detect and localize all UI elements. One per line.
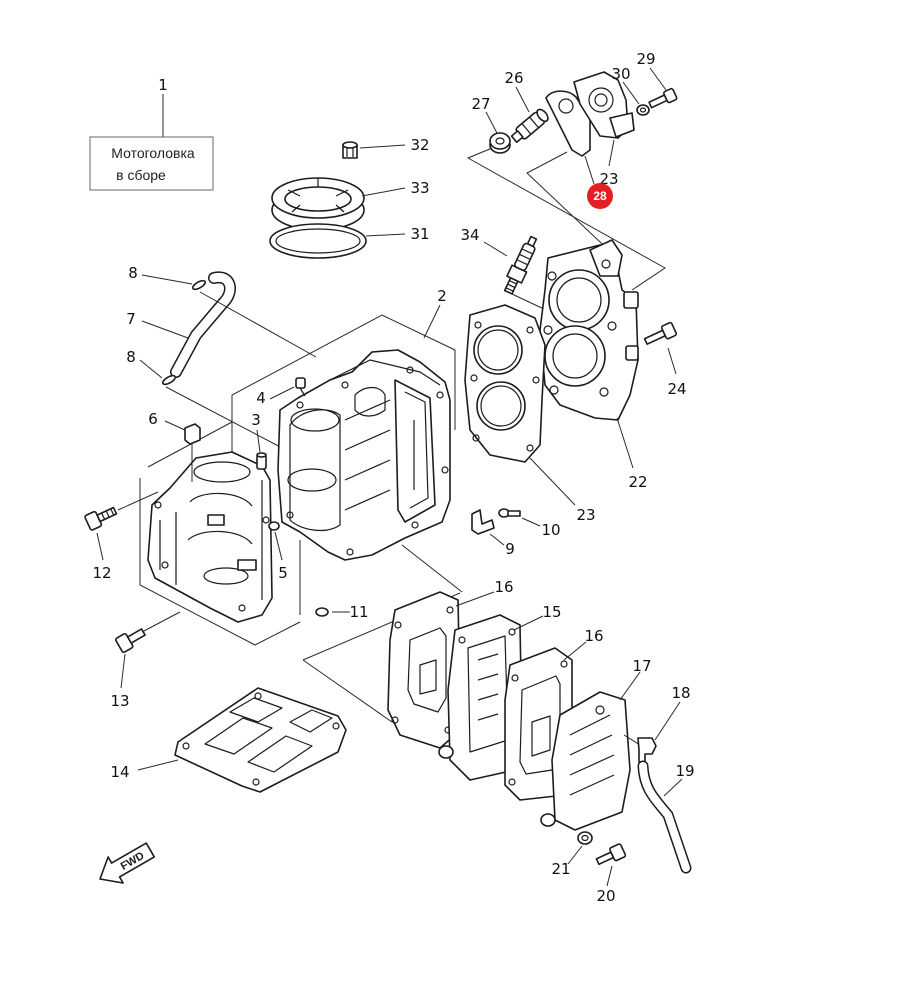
part-34-spark-plug: [483, 235, 547, 311]
callout-31: 31: [410, 225, 429, 243]
callout-21: 21: [551, 860, 570, 878]
callout-5: 5: [278, 564, 288, 582]
callout-12: 12: [92, 564, 111, 582]
part-16-gasket-outer: [387, 591, 495, 749]
part-12-bolt: [84, 491, 159, 561]
fwd-arrow-icon: FWD: [99, 842, 156, 884]
callout-17: 17: [632, 657, 651, 675]
part-29-bolt: [648, 67, 678, 109]
part-9-bracket: [471, 509, 505, 546]
part-32-bolt: [342, 141, 406, 159]
callout-16-inner: 16: [584, 627, 603, 645]
part-11-pin: [315, 607, 350, 617]
callout-2: 2: [437, 287, 447, 305]
callout-26: 26: [504, 69, 523, 87]
callout-9: 9: [505, 540, 515, 558]
callout-33: 33: [410, 179, 429, 197]
callout-15: 15: [542, 603, 561, 621]
callout-27: 27: [471, 95, 490, 113]
callout-22: 22: [628, 473, 647, 491]
part-26-valve: [510, 86, 549, 144]
part-8-clamp-upper: [141, 274, 317, 358]
part-24-bolt: [643, 321, 678, 375]
callout-14: 14: [110, 763, 129, 781]
part-2-cylinder-block: [277, 304, 451, 561]
part-33-ring: [271, 177, 406, 231]
part-28-gasket: [545, 90, 595, 185]
callout-8-upper: 8: [128, 264, 138, 282]
callout-7: 7: [126, 310, 136, 328]
callout-labels: 1 32 33 31 26 27 29 30 23 34 8 7 8 2 4 6…: [92, 50, 694, 905]
assembly-box-line1: Мотоголовка: [111, 145, 195, 161]
group-connector-lines: [466, 145, 666, 291]
part-18-fitting: [623, 701, 681, 763]
callout-6: 6: [148, 410, 158, 428]
callout-1: 1: [158, 76, 168, 94]
highlight-circle[interactable]: [587, 183, 613, 209]
callout-16-outer: 16: [494, 578, 513, 596]
callout-8-lower: 8: [126, 348, 136, 366]
callout-11: 11: [349, 603, 368, 621]
part-19-hose: [637, 760, 692, 874]
callout-29: 29: [636, 50, 655, 68]
part-3-dowel: [256, 429, 267, 470]
assembly-callout: Мотоголовка в сборе: [89, 94, 214, 191]
part-17-exhaust-outer-cover: [540, 671, 641, 831]
part-21-washer: [567, 831, 593, 865]
assembly-box-line2: в сборе: [116, 167, 166, 183]
part-8-clamp-lower: [139, 359, 287, 451]
callout-19: 19: [675, 762, 694, 780]
part-10-screw: [498, 508, 541, 527]
callout-30: 30: [611, 65, 630, 83]
part-23-head-gasket: [464, 304, 576, 506]
part-4-bolt: [269, 377, 306, 400]
part-31-gasket: [269, 223, 406, 259]
callout-18: 18: [671, 684, 690, 702]
callout-23-gasket: 23: [576, 506, 595, 524]
callout-23-top: 23: [599, 170, 618, 188]
part-6-block: [164, 420, 201, 482]
highlight-marker-28[interactable]: 28: [587, 183, 613, 209]
part-20-bolt: [595, 843, 627, 887]
callout-3: 3: [251, 411, 261, 429]
callout-32: 32: [410, 136, 429, 154]
part-14-gasket: [137, 687, 347, 793]
part-5-washer: [268, 521, 283, 561]
callout-20: 20: [596, 887, 615, 905]
part-27-washer: [485, 111, 511, 154]
callout-10: 10: [541, 521, 560, 539]
callout-34: 34: [460, 226, 479, 244]
part-22-cylinder-head: [539, 239, 639, 469]
part-7-hose: [141, 271, 236, 378]
part-30-washer: [622, 81, 650, 116]
callout-24: 24: [667, 380, 686, 398]
part-23-cover: [573, 71, 635, 167]
callout-28[interactable]: 28: [593, 189, 607, 203]
part-13-bolt: [115, 611, 181, 689]
crankcase-half: [147, 451, 273, 623]
callout-13: 13: [110, 692, 129, 710]
callout-4: 4: [256, 389, 266, 407]
